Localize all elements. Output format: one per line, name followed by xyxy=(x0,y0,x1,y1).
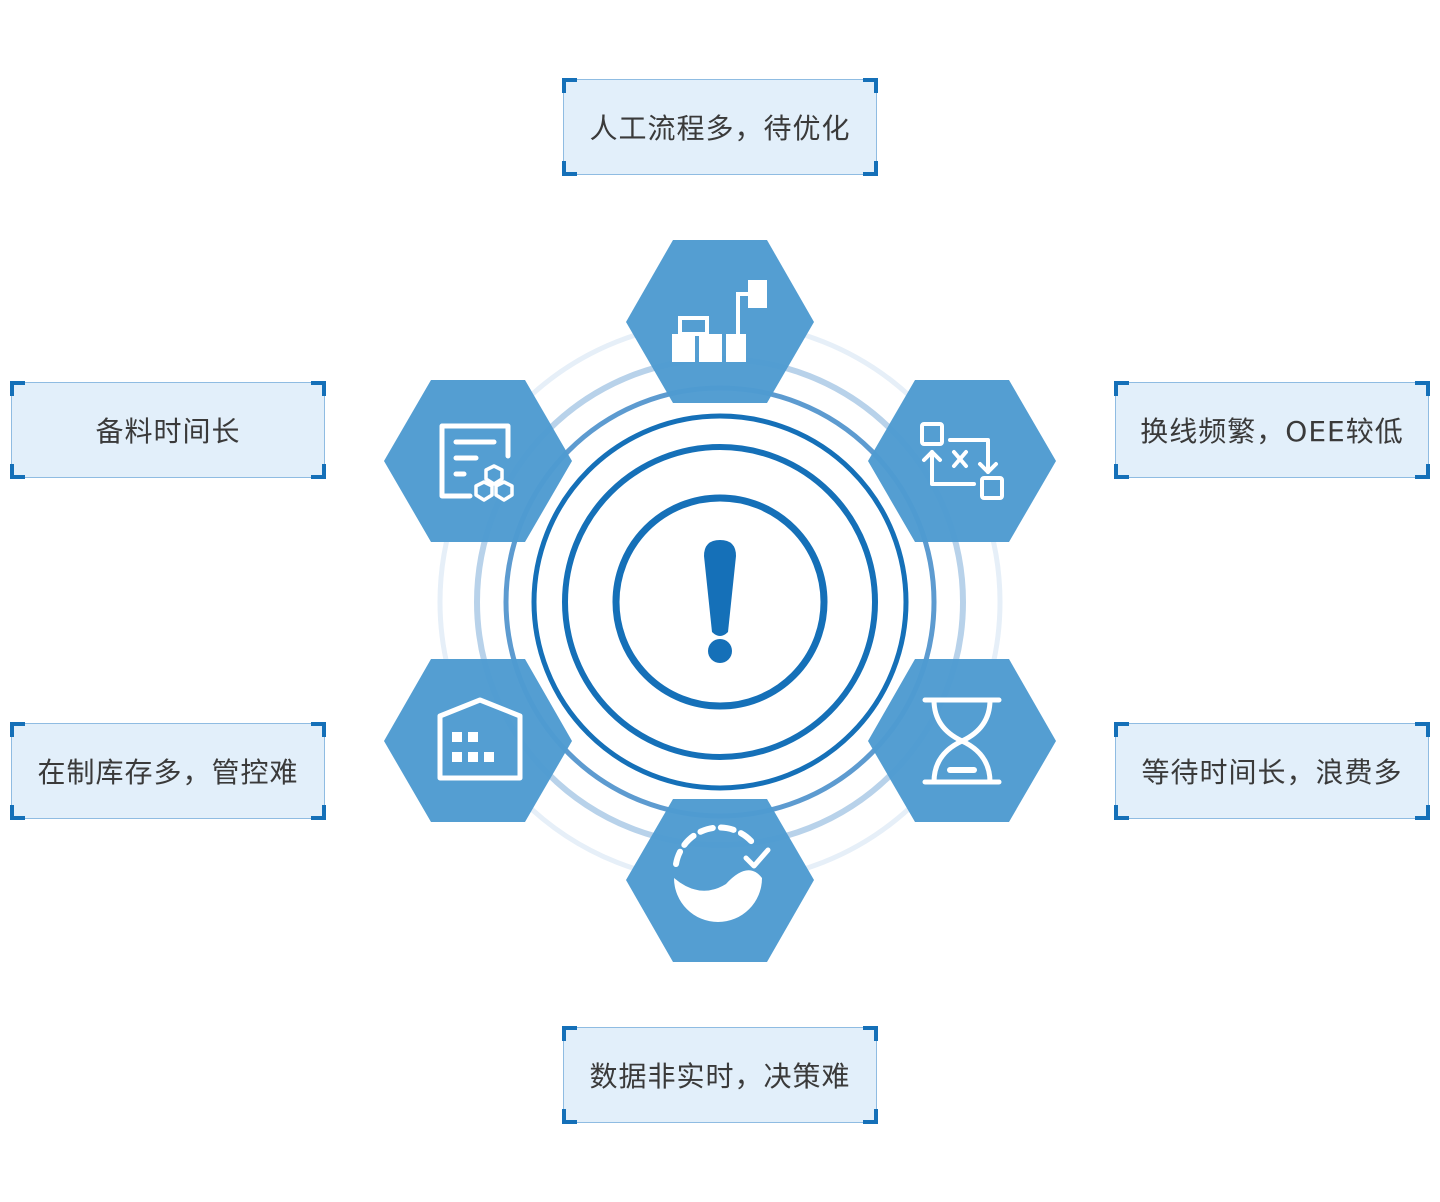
warehouse-icon xyxy=(437,697,523,781)
hex-material xyxy=(384,380,572,542)
gauge-icon xyxy=(673,824,771,922)
problem-label-text: 换线频繁，OEE较低 xyxy=(1140,415,1404,448)
problem-label-material: 备料时间长 xyxy=(10,381,326,479)
exclamation-icon xyxy=(704,540,736,663)
problem-label-waiting: 等待时间长，浪费多 xyxy=(1114,722,1430,820)
hex-process xyxy=(626,240,814,403)
problem-label-data: 数据非实时，决策难 xyxy=(562,1026,878,1124)
problem-label-process: 人工流程多，待优化 xyxy=(562,78,878,176)
ring-inner-dark xyxy=(562,444,878,760)
ring-inner-mid xyxy=(531,413,909,791)
problem-label-wip: 在制库存多，管控难 xyxy=(10,722,326,820)
flowchart-icon xyxy=(672,280,767,362)
problem-label-changeover: 换线频繁，OEE较低 xyxy=(1114,381,1430,479)
swap-icon xyxy=(920,422,1004,500)
problem-label-text: 数据非实时，决策难 xyxy=(589,1060,851,1093)
problem-label-text: 在制库存多，管控难 xyxy=(37,756,299,789)
problem-label-text: 备料时间长 xyxy=(95,415,241,448)
hex-data xyxy=(626,799,814,962)
problem-label-text: 人工流程多，待优化 xyxy=(589,112,851,145)
material-list-icon xyxy=(439,423,514,502)
problem-label-text: 等待时间长，浪费多 xyxy=(1141,756,1403,789)
hourglass-icon xyxy=(922,697,1002,785)
